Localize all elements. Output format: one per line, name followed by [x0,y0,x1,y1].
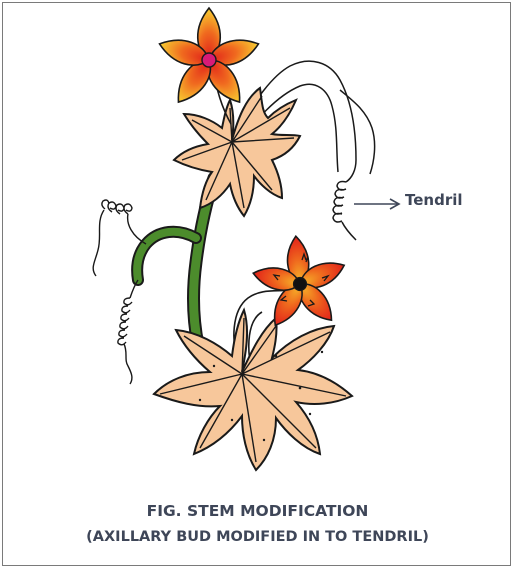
upper-leaf [174,88,300,216]
figure-caption-title: FIG. STEM MODIFICATION [0,502,515,520]
lower-leaf [154,310,352,470]
tendril-label: Tendril [405,191,463,209]
figure-caption-subtitle: (AXILLARY BUD MODIFIED IN TO TENDRIL) [0,529,515,545]
tendril-pointer-arrow [354,199,399,209]
left-tendril-lower [118,280,138,384]
side-branch [137,232,196,280]
lower-flower [251,235,348,330]
